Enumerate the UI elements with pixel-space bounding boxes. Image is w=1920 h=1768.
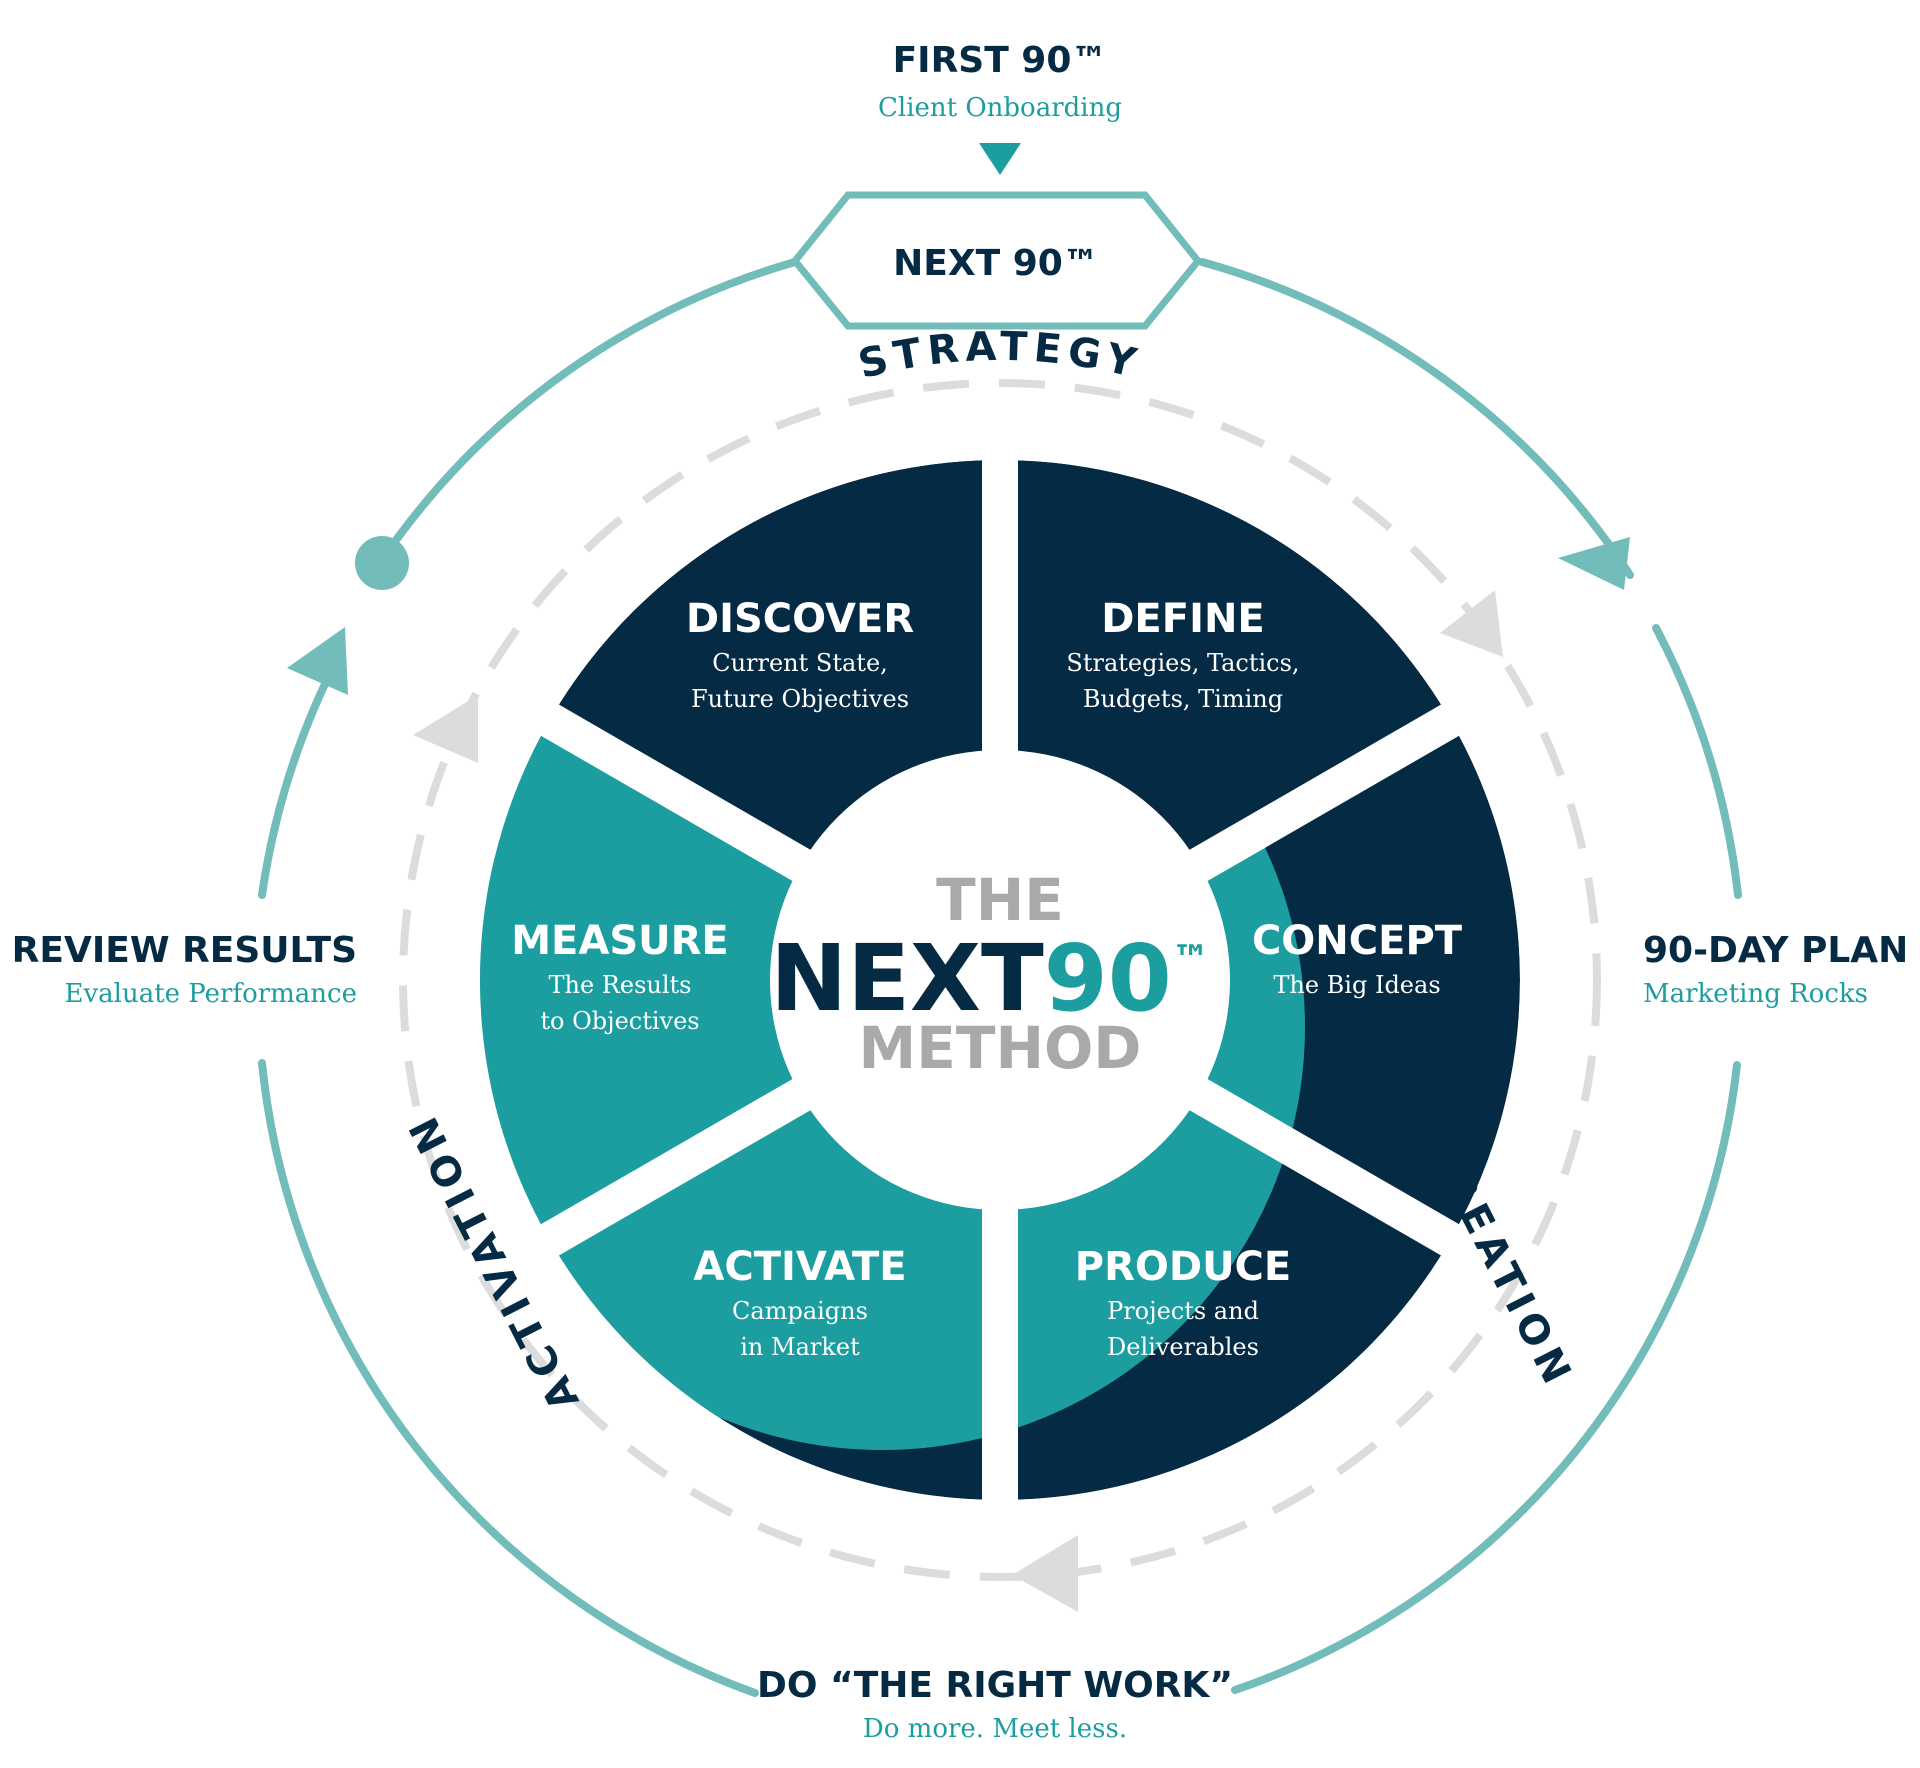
center-hub (770, 750, 1230, 1210)
inner-dashed-ring (399, 379, 1601, 1581)
strategy-text: STRATEGY (854, 324, 1140, 388)
dashed-ring-arrows (413, 590, 1503, 1612)
measure-title: MEASURE (511, 918, 729, 964)
label-discover: DISCOVER Current State, Future Objective… (686, 596, 914, 713)
right-work-subtitle: Do more. Meet less. (863, 1714, 1127, 1744)
define-line-2: Budgets, Timing (1083, 685, 1283, 713)
concept-title: CONCEPT (1252, 918, 1463, 964)
discover-line-2: Future Objectives (691, 685, 909, 713)
review-results-callout: REVIEW RESULTS Evaluate Performance (12, 930, 357, 1009)
measure-line-1: The Results (549, 971, 692, 999)
next-90-badge[interactable]: NEXT 90™ (790, 191, 1203, 330)
first-90-subtitle: Client Onboarding (878, 93, 1122, 123)
label-define: DEFINE Strategies, Tactics, Budgets, Tim… (1066, 596, 1299, 713)
outer-cycle-ring (258, 258, 1742, 1697)
down-arrow-icon (979, 143, 1021, 175)
center-line-1: THE (936, 866, 1064, 934)
discover-title: DISCOVER (686, 596, 914, 642)
activate-line-1: Campaigns (732, 1297, 868, 1325)
concept-line-1: The Big Ideas (1273, 971, 1440, 999)
activate-line-2: in Market (740, 1333, 860, 1361)
center-line-2: NEXT90™ (770, 925, 1210, 1032)
cycle-arrow-right (1558, 537, 1630, 590)
right-work-title: DO “THE RIGHT WORK” (757, 1665, 1233, 1706)
ring-label-creation: CREATION (1417, 1132, 1582, 1396)
first-90-callout: FIRST 90™ Client Onboarding (878, 40, 1122, 175)
review-results-subtitle: Evaluate Performance (64, 979, 357, 1009)
discover-line-1: Current State, (712, 649, 888, 677)
90-day-plan-title: 90-DAY PLAN (1643, 930, 1908, 971)
label-activate: ACTIVATE Campaigns in Market (693, 1244, 906, 1361)
90-day-plan-callout: 90-DAY PLAN Marketing Rocks (1643, 930, 1908, 1009)
method-wheel (480, 460, 1520, 1500)
center-tm: ™ (1172, 937, 1210, 981)
produce-line-1: Projects and (1107, 1297, 1259, 1325)
label-concept: CONCEPT The Big Ideas (1252, 918, 1463, 999)
define-title: DEFINE (1101, 596, 1265, 642)
activate-title: ACTIVATE (693, 1244, 906, 1290)
cycle-arrow-left (287, 627, 348, 695)
center-line-3: METHOD (859, 1014, 1142, 1082)
label-produce: PRODUCE Projects and Deliverables (1075, 1244, 1291, 1361)
produce-line-2: Deliverables (1107, 1333, 1259, 1361)
cycle-start-dot (355, 536, 409, 590)
label-measure: MEASURE The Results to Objectives (511, 918, 729, 1035)
center-90: 90 (1044, 925, 1172, 1032)
review-results-title: REVIEW RESULTS (12, 930, 357, 971)
center-next: NEXT (770, 925, 1044, 1032)
produce-title: PRODUCE (1075, 1244, 1291, 1290)
center-title: THE NEXT90™ METHOD (770, 866, 1210, 1082)
next-90-label: NEXT 90™ (893, 243, 1099, 284)
measure-line-2: to Objectives (540, 1007, 699, 1035)
define-line-1: Strategies, Tactics, (1066, 649, 1299, 677)
ring-label-strategy: STRATEGY (854, 324, 1146, 388)
right-work-callout: DO “THE RIGHT WORK” Do more. Meet less. (757, 1665, 1233, 1744)
90-day-plan-subtitle: Marketing Rocks (1643, 979, 1868, 1009)
first-90-title: FIRST 90™ (893, 40, 1108, 81)
